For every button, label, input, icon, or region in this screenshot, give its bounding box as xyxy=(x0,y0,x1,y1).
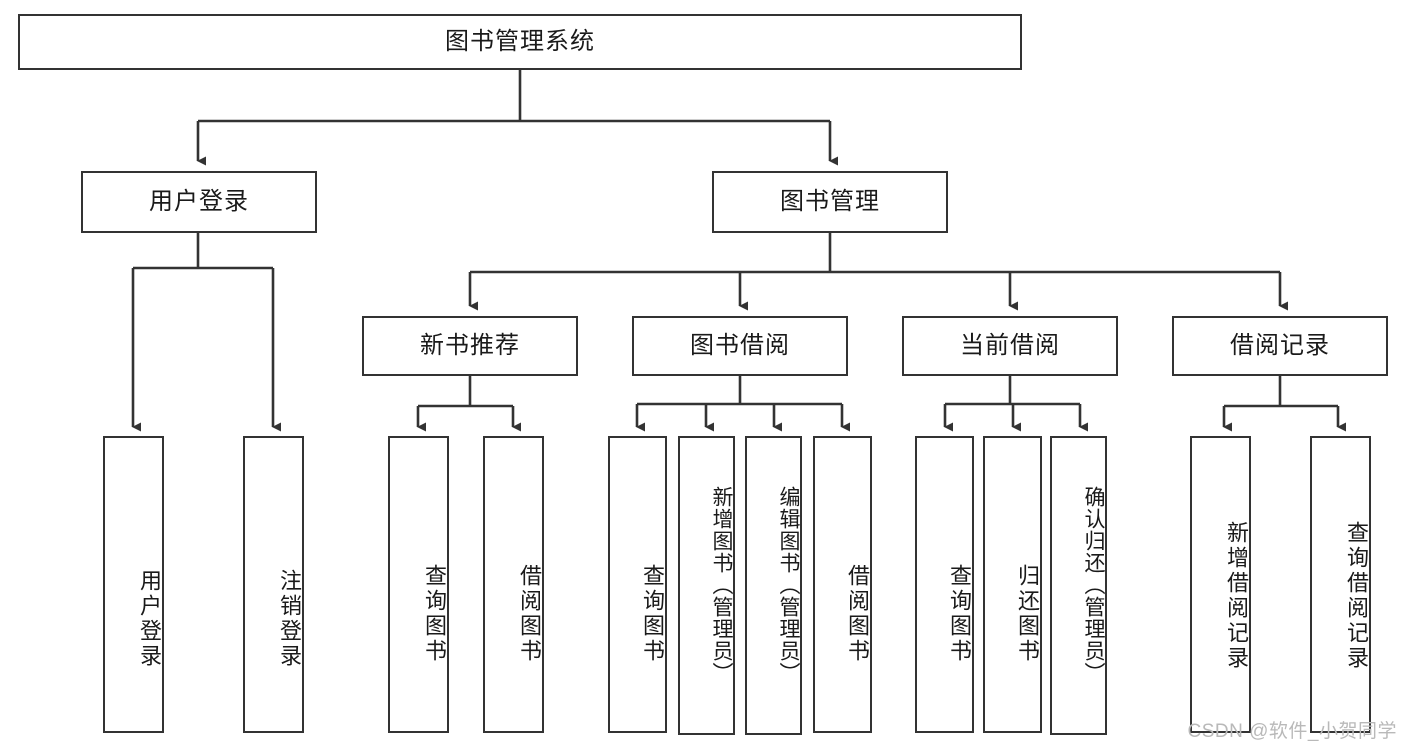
connector-group-new-book-recommend xyxy=(416,376,521,432)
leaf-query-borrow-record[interactable]: 查询借阅记录 xyxy=(1310,436,1371,733)
node-label: 用户登录 xyxy=(149,187,249,215)
node-label: 借阅图书 xyxy=(845,563,870,664)
node-label: 编辑图书（管理员） xyxy=(777,485,800,684)
node-label: 新书推荐 xyxy=(420,331,520,359)
connector-group-borrow-record xyxy=(1222,376,1346,432)
connector-group-book-borrow xyxy=(635,376,850,432)
leaf-add-book[interactable]: 新增图书（管理员） xyxy=(678,436,735,735)
node-label: 查询图书 xyxy=(640,563,665,664)
node-label: 确认归还（管理员） xyxy=(1082,485,1105,684)
leaf-query-book-current[interactable]: 查询图书 xyxy=(915,436,974,733)
leaf-confirm-return[interactable]: 确认归还（管理员） xyxy=(1050,436,1107,735)
leaf-edit-book[interactable]: 编辑图书（管理员） xyxy=(745,436,802,735)
leaf-borrow-book-recommend[interactable]: 借阅图书 xyxy=(483,436,544,733)
node-label: 新增借阅记录 xyxy=(1224,520,1249,671)
connector-group-root xyxy=(196,70,838,166)
node-label: 当前借阅 xyxy=(960,331,1060,359)
leaf-user-login[interactable]: 用户登录 xyxy=(103,436,164,733)
node-book-management[interactable]: 图书管理 xyxy=(712,171,948,233)
connector-group-user-login xyxy=(131,233,281,432)
leaf-add-borrow-record[interactable]: 新增借阅记录 xyxy=(1190,436,1251,733)
node-label: 图书管理 xyxy=(780,187,880,215)
node-label: 借阅记录 xyxy=(1230,331,1330,359)
node-label: 归还图书 xyxy=(1015,563,1040,664)
node-label: 借阅图书 xyxy=(517,563,542,664)
node-label: 图书借阅 xyxy=(690,331,790,359)
leaf-return-book[interactable]: 归还图书 xyxy=(983,436,1042,733)
connector-group-book-management xyxy=(468,233,1288,311)
node-label: 查询图书 xyxy=(947,563,972,664)
leaf-query-book-recommend[interactable]: 查询图书 xyxy=(388,436,449,733)
node-label: 查询借阅记录 xyxy=(1344,520,1369,671)
node-borrow-record[interactable]: 借阅记录 xyxy=(1172,316,1388,376)
node-user-login[interactable]: 用户登录 xyxy=(81,171,317,233)
node-book-borrow[interactable]: 图书借阅 xyxy=(632,316,848,376)
connector-group-current-borrow xyxy=(943,376,1088,432)
node-current-borrow[interactable]: 当前借阅 xyxy=(902,316,1118,376)
node-new-book-recommend[interactable]: 新书推荐 xyxy=(362,316,578,376)
leaf-borrow-book[interactable]: 借阅图书 xyxy=(813,436,872,733)
node-label: 图书管理系统 xyxy=(445,27,595,55)
node-label: 查询图书 xyxy=(422,563,447,664)
leaf-logout-login[interactable]: 注销登录 xyxy=(243,436,304,733)
leaf-query-book-borrow[interactable]: 查询图书 xyxy=(608,436,667,733)
node-system-root[interactable]: 图书管理系统 xyxy=(18,14,1022,70)
node-label: 新增图书（管理员） xyxy=(710,485,733,684)
node-label: 注销登录 xyxy=(277,568,302,669)
node-label: 用户登录 xyxy=(137,568,162,669)
